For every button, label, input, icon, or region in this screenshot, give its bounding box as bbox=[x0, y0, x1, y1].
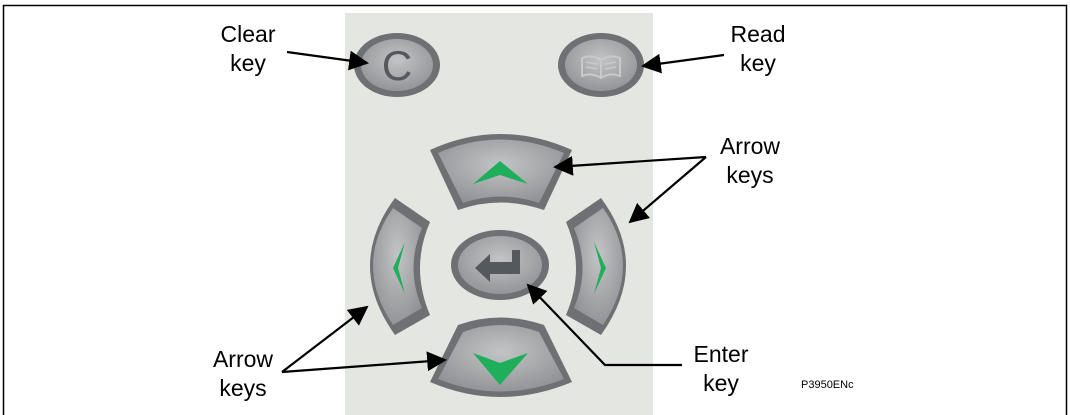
enter-pointer bbox=[526, 283, 682, 367]
clear-pointer bbox=[286, 50, 369, 71]
up-arrow-icon bbox=[473, 161, 528, 184]
arrow-down-pointer bbox=[281, 351, 447, 374]
arrow-up-pointer bbox=[553, 155, 707, 176]
read-pointer bbox=[641, 53, 725, 74]
figure-border bbox=[2, 4, 1068, 415]
arrow-left-pointer bbox=[281, 305, 369, 373]
right-arrow-icon bbox=[594, 242, 606, 294]
left-arrow-icon bbox=[393, 242, 405, 294]
right-arrow-key[interactable] bbox=[566, 198, 626, 335]
enter-key[interactable] bbox=[451, 230, 549, 300]
read-key[interactable] bbox=[558, 33, 644, 97]
clear-key[interactable]: C bbox=[354, 33, 440, 97]
arrow-right-pointer bbox=[628, 156, 707, 224]
enter-icon bbox=[475, 250, 520, 282]
clear-key-glyph: C bbox=[382, 42, 412, 89]
up-arrow-key[interactable] bbox=[430, 134, 572, 210]
figure-code: P3950ENc bbox=[801, 379, 854, 391]
left-arrow-key[interactable] bbox=[370, 198, 430, 335]
book-icon bbox=[581, 55, 621, 80]
down-arrow-icon bbox=[473, 353, 528, 385]
down-arrow-key[interactable] bbox=[430, 317, 572, 398]
